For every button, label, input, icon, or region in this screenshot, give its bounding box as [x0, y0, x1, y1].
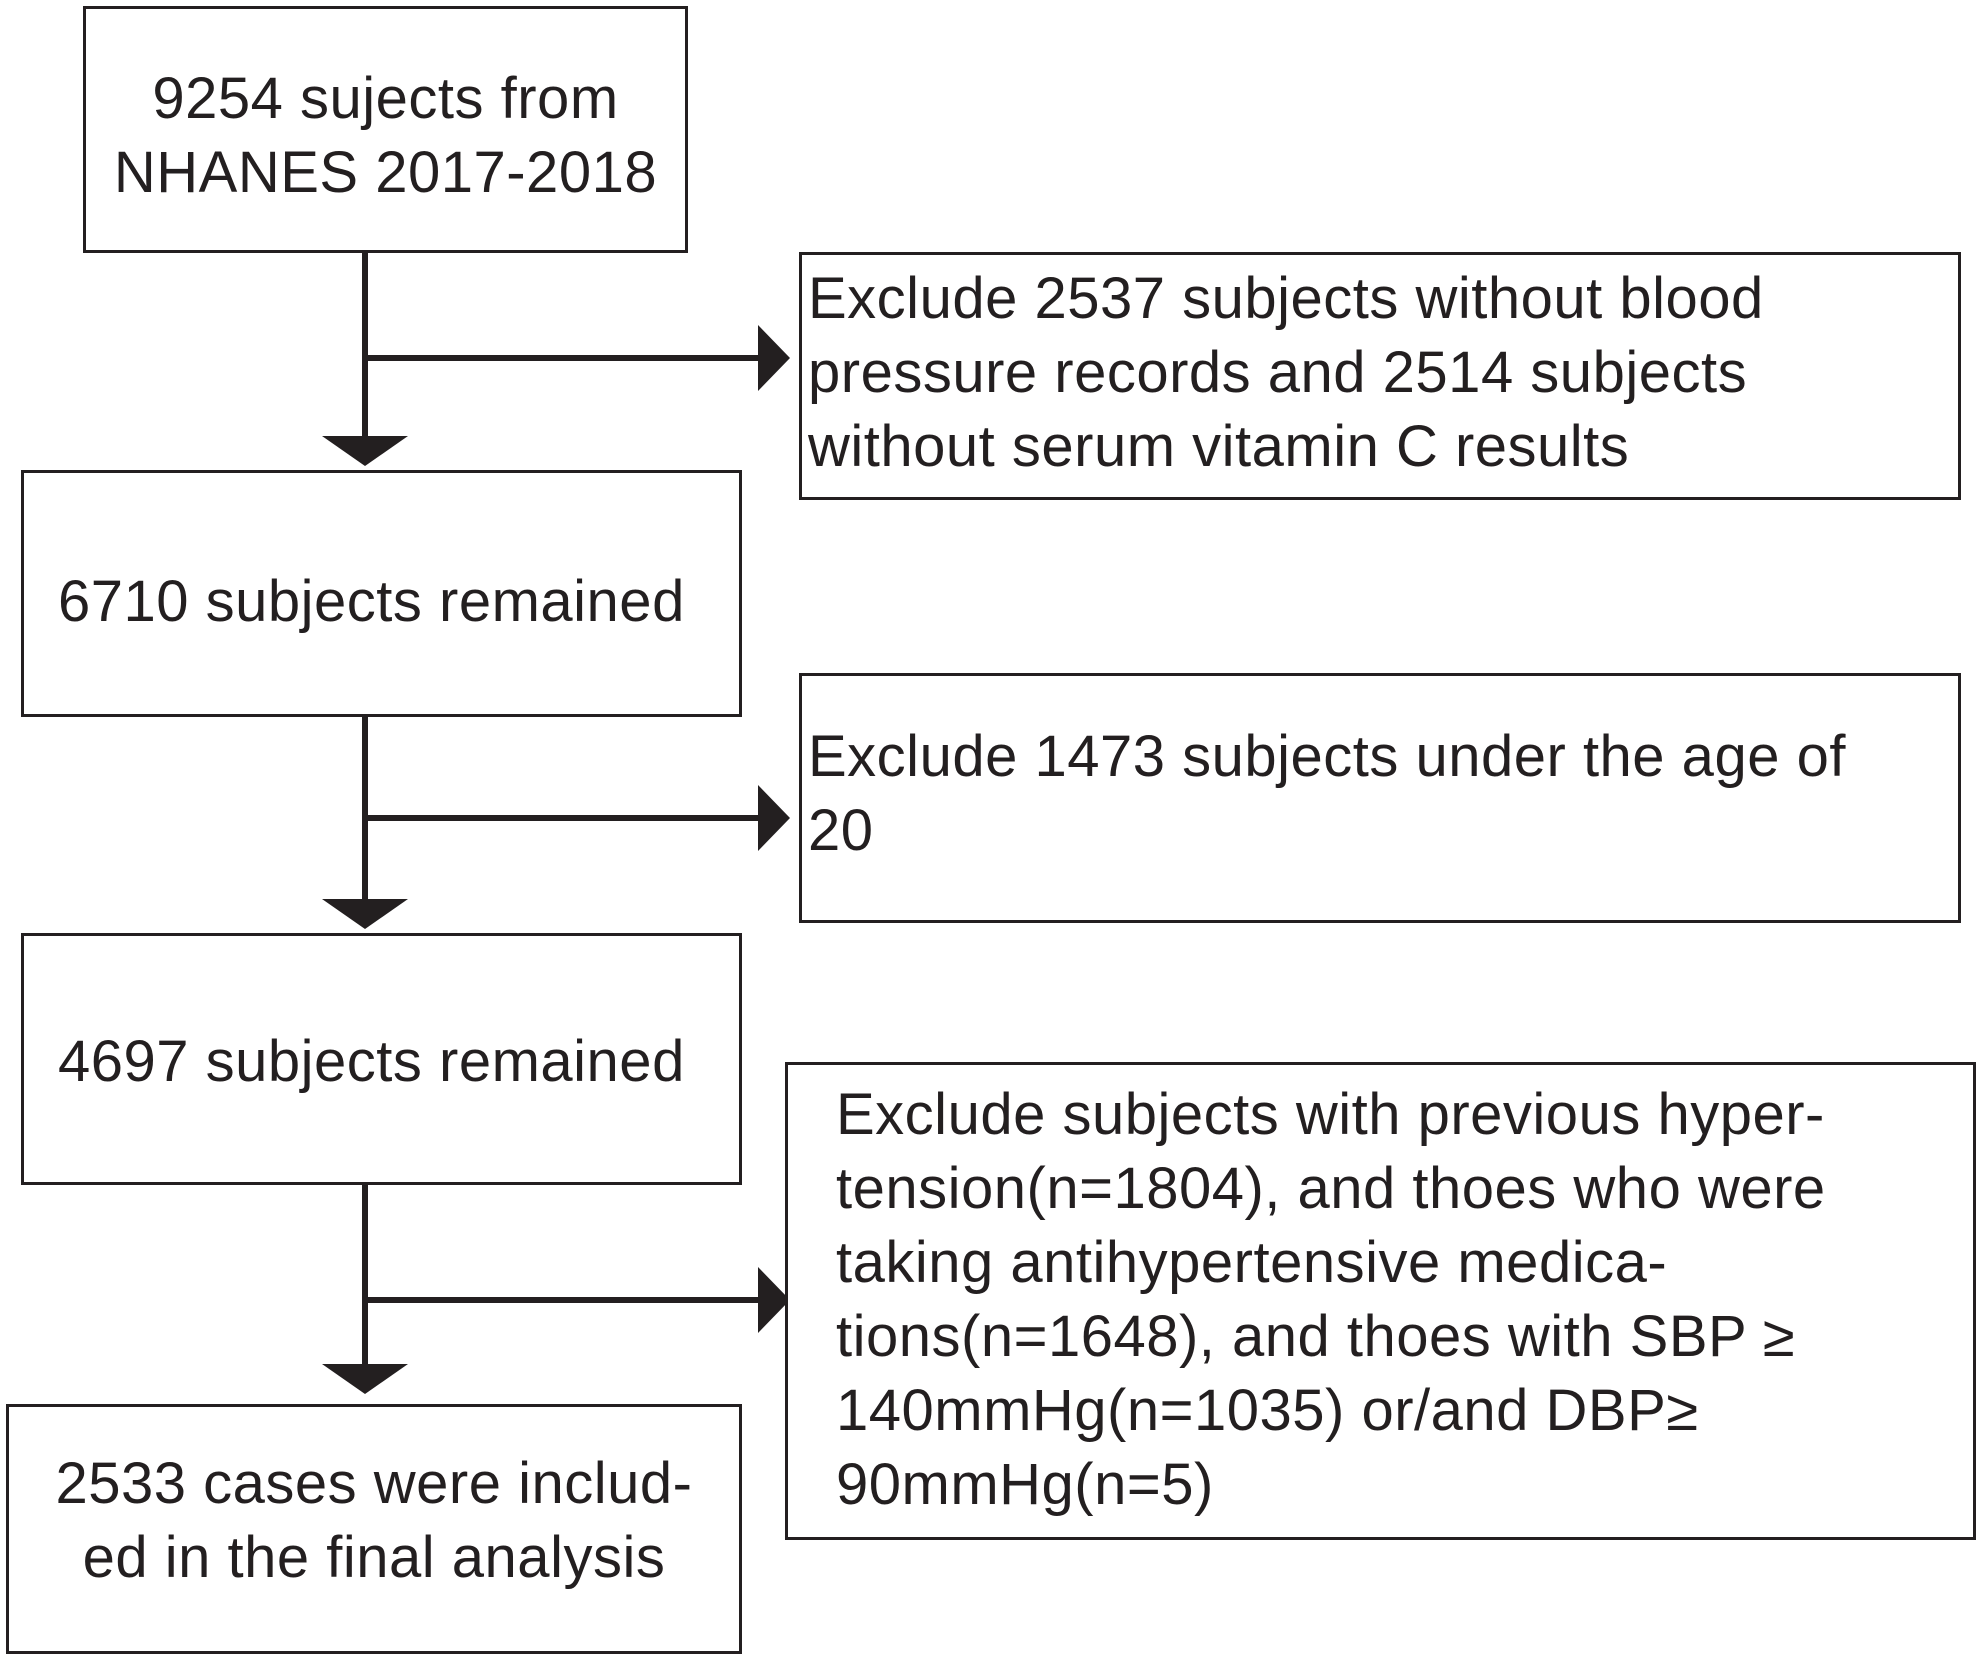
branch-arrow-3: [758, 1267, 790, 1333]
start-population-line-2: NHANES 2017-2018: [113, 140, 658, 205]
start-population-line-1: 9254 sujects from: [152, 66, 619, 131]
final-analysis-line-1: 2533 cases were includ-: [55, 1451, 693, 1516]
down-arrow-2: [322, 899, 408, 929]
exclusion-3-line-3: taking antihypertensive medica-: [836, 1230, 1668, 1295]
final-analysis-text: 2533 cases were includ- ed in the final …: [6, 1447, 742, 1595]
branch-arrow-1: [758, 325, 790, 391]
start-population-box: [83, 6, 688, 253]
remaining-4697-box: [21, 933, 742, 1185]
exclusion-box-3: [785, 1062, 1976, 1540]
exclusion-1-line-3: without serum vitamin C results: [808, 414, 1630, 479]
exclusion-3-line-6: 90mmHg(n=5): [836, 1452, 1214, 1517]
exclusion-3-line-5: 140mmHg(n=1035) or/and DBP≥: [836, 1378, 1699, 1443]
exclusion-2-line-1: Exclude 1473 subjects under the age of: [808, 724, 1846, 789]
exclusion-text-2: Exclude 1473 subjects under the age of 2…: [808, 720, 1846, 868]
exclusion-3-line-4: tions(n=1648), and thoes with SBP ≥: [836, 1304, 1796, 1369]
exclusion-text-1: Exclude 2537 subjects without blood pres…: [808, 262, 1764, 484]
exclusion-box-1: [799, 252, 1961, 500]
down-arrow-1: [322, 436, 408, 466]
exclusion-3-line-1: Exclude subjects with previous hyper-: [836, 1082, 1825, 1147]
exclusion-2-line-2: 20: [808, 798, 874, 863]
remaining-4697-line: 4697 subjects remained: [58, 1029, 685, 1094]
exclusion-3-line-2: tension(n=1804), and thoes who were: [836, 1156, 1826, 1221]
remaining-6710-line: 6710 subjects remained: [58, 569, 685, 634]
remaining-6710-text: 6710 subjects remained: [58, 565, 685, 639]
exclusion-box-2: [799, 673, 1961, 923]
remaining-4697-text: 4697 subjects remained: [58, 1025, 685, 1099]
final-analysis-line-2: ed in the final analysis: [82, 1525, 666, 1590]
start-population-text: 9254 sujects from NHANES 2017-2018: [83, 62, 688, 210]
final-analysis-box: [6, 1404, 742, 1654]
down-arrow-3: [322, 1364, 408, 1394]
remaining-6710-box: [21, 470, 742, 717]
branch-arrow-2: [758, 785, 790, 851]
exclusion-1-line-1: Exclude 2537 subjects without blood: [808, 266, 1764, 331]
exclusion-text-3: Exclude subjects with previous hyper- te…: [836, 1078, 1826, 1522]
exclusion-1-line-2: pressure records and 2514 subjects: [808, 340, 1748, 405]
